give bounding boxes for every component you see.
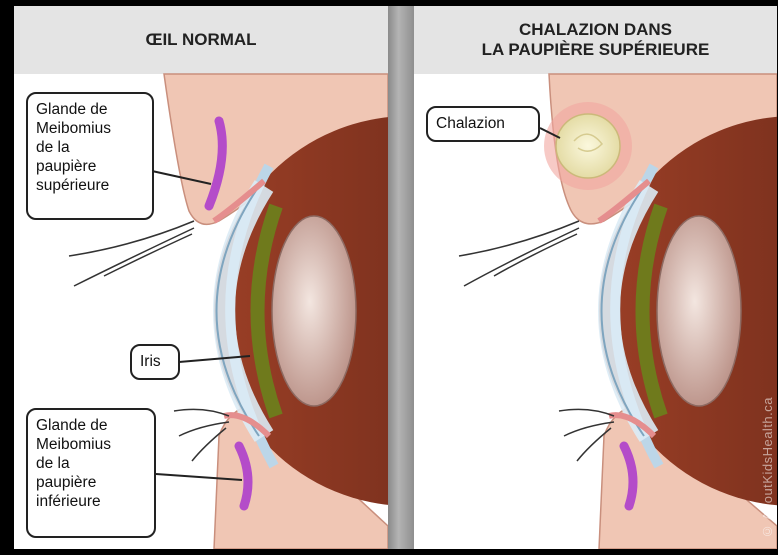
label-upper-meibomian-gland: Glande de Meibomius de la paupière supér…: [26, 92, 154, 220]
watermark-text: © AboutKidsHealth.ca: [760, 397, 775, 539]
label-iris: Iris: [130, 344, 180, 380]
upper-lashes: [459, 221, 579, 286]
chalazion-cyst: [556, 114, 620, 178]
panel-normal-eye: ŒIL NORMAL: [14, 6, 388, 549]
label-chalazion: Chalazion: [426, 106, 540, 142]
label-lower-meibomian-gland: Glande de Meibomius de la paupière infér…: [26, 408, 156, 538]
panel-divider: [388, 6, 414, 549]
upper-lashes: [69, 221, 194, 286]
panel-chalazion: CHALAZION DANS LA PAUPIÈRE SUPÉRIEURE: [414, 6, 777, 549]
lens: [657, 216, 741, 406]
lens: [272, 216, 356, 406]
chalazion-eye-illustration: [414, 6, 777, 549]
